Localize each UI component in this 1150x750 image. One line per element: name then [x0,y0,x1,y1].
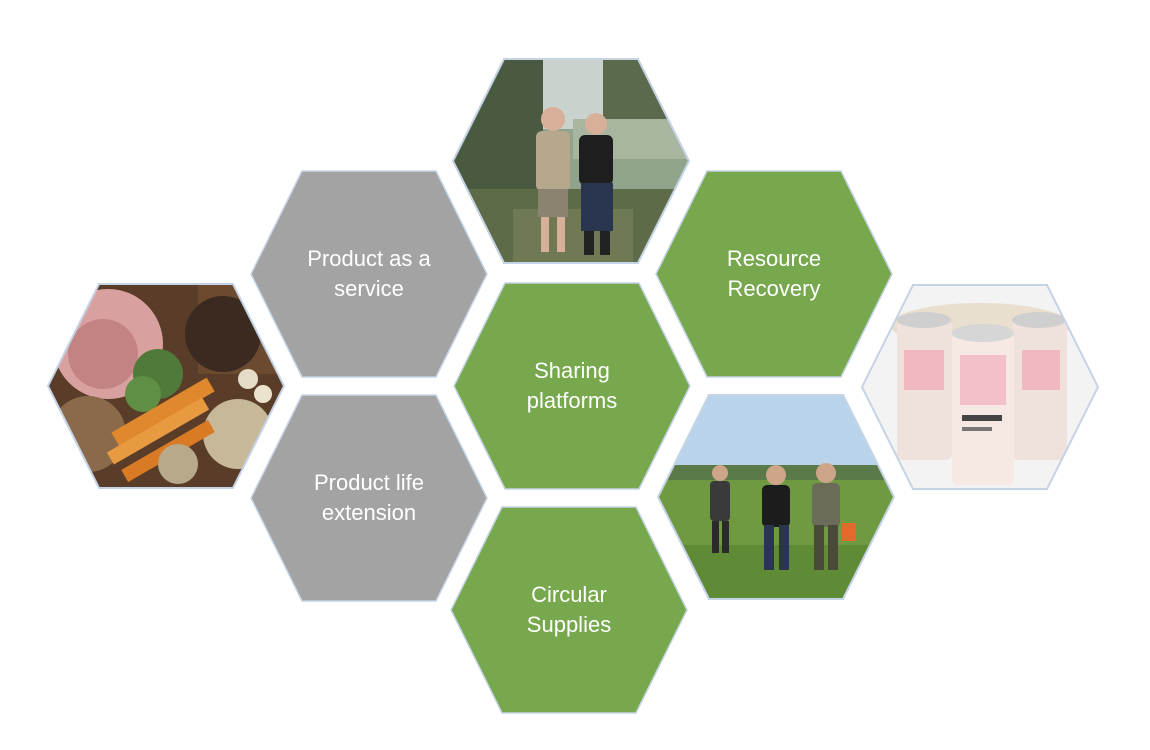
resource-recovery-label-line2: Recovery [727,276,821,301]
beer-cans-photo [860,284,1100,490]
product-life-extension-label-line1: Product life [313,470,425,495]
sharing-platforms-label-line2: platforms [526,388,618,413]
product-as-a-service-label-line2: service [334,276,404,301]
food-ingredients-photo [46,283,286,489]
circular-supplies-label-line1: Circular [531,582,607,607]
circular-supplies-hex: Circular Supplies [450,506,688,714]
resource-recovery-hex: Resource Recovery [655,170,893,378]
sharing-platforms-label-line1: Sharing [534,358,610,383]
resource-recovery-label-line1: Resource [726,246,822,271]
sharing-platforms-hex: Sharing platforms [453,282,691,490]
product-life-extension-label-line2: extension [321,500,417,525]
people-walking-field-photo [656,394,896,600]
product-life-extension-hex: Product life extension [250,394,488,602]
two-men-photo [451,58,691,264]
circular-supplies-label-line2: Supplies [526,612,612,637]
product-as-a-service-label-line1: Product as a [307,246,431,271]
product-as-a-service-hex: Product as a service [250,170,488,378]
